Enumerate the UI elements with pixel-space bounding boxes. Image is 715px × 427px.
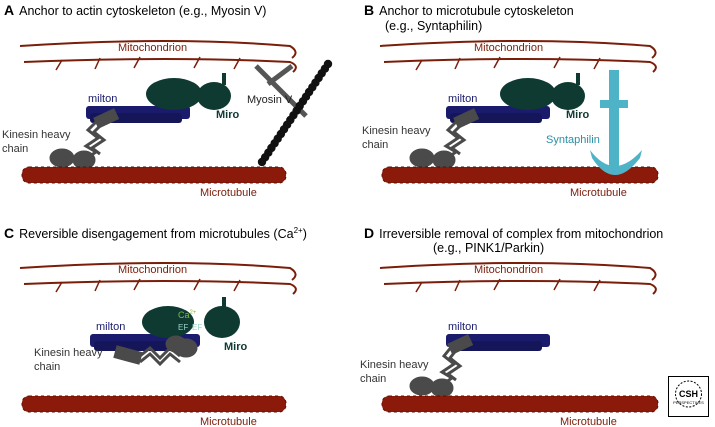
mitochondrion-inner-membrane [23, 58, 297, 73]
panel-letter: B [364, 2, 375, 18]
miro-label: Miro [224, 341, 248, 353]
heading-text: Anchor to microtubule cytoskeleton [379, 4, 574, 18]
syntaphilin-label: Syntaphilin [546, 134, 600, 146]
miro-domain-left [146, 78, 202, 110]
logo-sub-text: PERSPECTIVES [673, 400, 704, 405]
kinesin-heavy-chain [409, 334, 474, 398]
heading-text: Reversible disengagement from microtubul… [19, 227, 294, 241]
microtubule [382, 396, 658, 412]
miro-domain-right [197, 82, 231, 110]
heading-superscript: 2+ [293, 225, 303, 235]
ef-hand-label-1: EF [178, 323, 188, 332]
milton-label: milton [96, 321, 125, 333]
mitochondrion-label: Mitochondrion [118, 264, 187, 276]
panel-b-heading: B Anchor to microtubule cytoskeleton [364, 2, 574, 18]
mitochondrion-cristae [415, 56, 601, 71]
panel-b: Mitochondrion milton Miro Kinesin heavy … [362, 40, 659, 199]
microtubule [22, 167, 286, 183]
mitochondrion-label: Mitochondrion [474, 42, 543, 54]
panel-letter: D [364, 225, 375, 241]
mitochondrion-label: Mitochondrion [474, 264, 543, 276]
mitochondrion-cristae [55, 278, 241, 293]
milton-bar-lower [450, 341, 542, 351]
heading-text: Anchor to actin cytoskeleton (e.g., Myos… [19, 4, 267, 18]
microtubule-texture [381, 395, 659, 413]
kinesin-heavy-chain [113, 335, 198, 367]
miro-label: Miro [216, 109, 240, 121]
miro-domain-right [204, 306, 240, 338]
microtubule-label: Microtubule [570, 187, 627, 199]
panel-b-heading-line2: (e.g., Syntaphilin) [385, 19, 482, 33]
microtubule-texture [381, 166, 659, 184]
mitochondrion-label: Mitochondrion [118, 42, 187, 54]
kinesin-heavy-chain [49, 108, 120, 170]
milton-label: milton [448, 321, 477, 333]
csh-perspectives-logo: CSH PERSPECTIVES [668, 376, 709, 417]
mitochondrion-outer-membrane [379, 262, 657, 281]
miro-tm-anchor [222, 73, 226, 85]
microtubule-texture [21, 166, 287, 184]
microtubule [382, 167, 658, 183]
kinesin-label-line2: chain [362, 139, 388, 151]
panel-a: Mitochondrion milton Miro Kinesin heavy … [2, 40, 333, 199]
kinesin-label-line1: Kinesin heavy [34, 347, 103, 359]
kinesin-label-line2: chain [2, 143, 28, 155]
microtubule-label: Microtubule [560, 416, 617, 427]
kinesin-label-line1: Kinesin heavy [362, 125, 431, 137]
miro-tm-anchor [576, 73, 580, 85]
panel-d: Mitochondrion milton Kinesin heavy chain… [360, 262, 659, 427]
panel-letter: C [4, 225, 15, 241]
miro-domain-left [142, 306, 194, 338]
microtubule-label: Microtubule [200, 187, 257, 199]
mitochondrion-cristae [415, 278, 601, 293]
logo-main-text: CSH [679, 389, 698, 399]
panel-a-heading: A Anchor to actin cytoskeleton (e.g., Myo… [4, 2, 266, 18]
microtubule-label: Microtubule [200, 416, 257, 427]
panel-d-heading: D Irreversible removal of complex from mi… [364, 225, 663, 241]
mitochondrion-inner-membrane [383, 280, 657, 295]
heading-text: (e.g., PINK1/Parkin) [433, 241, 545, 255]
mitochondrion-outer-membrane [19, 262, 297, 281]
heading-text: (e.g., Syntaphilin) [385, 19, 483, 33]
kinesin-label-line1: Kinesin heavy [360, 359, 429, 371]
kinesin-label-line2: chain [34, 361, 60, 373]
miro-domain-left [500, 78, 556, 110]
panel-letter: A [4, 2, 15, 18]
logo-graphic: CSH PERSPECTIVES [673, 380, 704, 408]
kinesin-heavy-chain [409, 108, 480, 170]
mitochondrion-cristae [55, 56, 241, 71]
actin-bead [257, 157, 267, 167]
miro-label: Miro [566, 109, 590, 121]
mitochondrion-outer-membrane [379, 40, 657, 59]
ef-hand-label-2: EF [192, 323, 202, 332]
myosin-v-label: Myosin V [247, 94, 293, 106]
heading-text: Irreversible removal of complex from mit… [379, 227, 664, 241]
syntaphilin [590, 70, 642, 175]
panel-d-heading-line2: (e.g., PINK1/Parkin) [433, 241, 544, 255]
milton-label: milton [88, 93, 117, 105]
panel-c-heading: C Reversible disengagement from microtubu… [4, 225, 307, 241]
kinesin-label-line1: Kinesin heavy [2, 129, 71, 141]
mitochondrion-inner-membrane [23, 280, 297, 295]
miro-domain-right [551, 82, 585, 110]
panel-c: Mitochondrion milton Miro Ca2+ EF EF Kin… [19, 262, 297, 427]
heading-text-end: ) [302, 227, 307, 241]
microtubule [22, 396, 286, 412]
actin-filament [257, 59, 333, 167]
ca-label: Ca2+ [178, 310, 197, 320]
miro-tm-anchor [222, 297, 226, 309]
microtubule-texture [21, 395, 287, 413]
mitochondrion-outer-membrane [19, 40, 297, 59]
kinesin-label-line2: chain [360, 373, 386, 385]
milton-label: milton [448, 93, 477, 105]
